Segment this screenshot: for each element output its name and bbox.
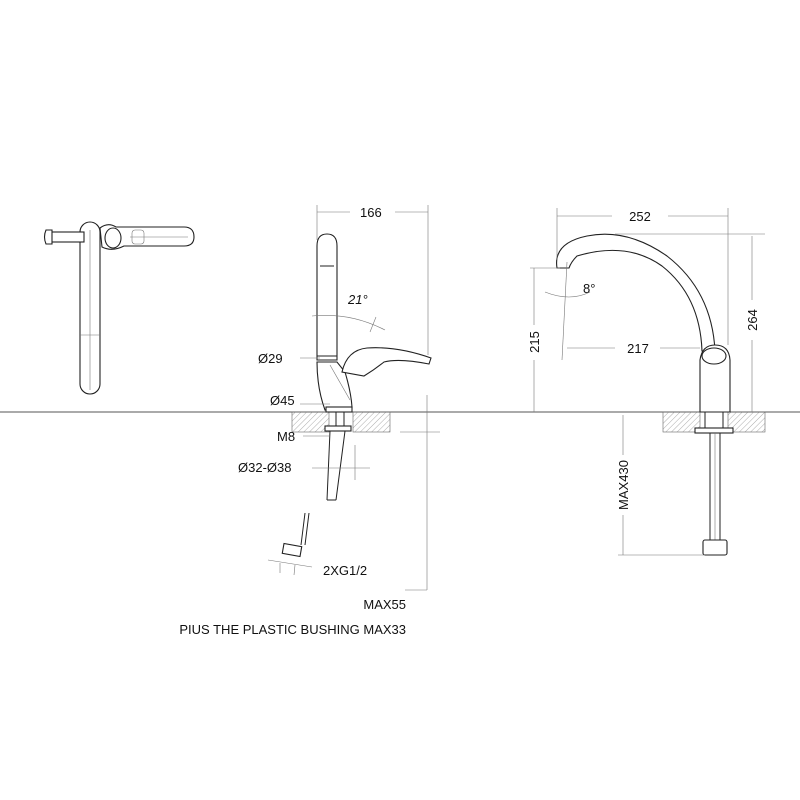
angle-21: 21°: [347, 292, 368, 307]
dim-166: 166: [360, 205, 382, 220]
front-view: [530, 208, 766, 556]
dim-connection: 2XG1/2: [323, 563, 367, 578]
dim-hole: Ø32-Ø38: [238, 460, 291, 475]
dim-252: 252: [629, 209, 651, 224]
side-view: [267, 205, 440, 591]
bushing-note: PIUS THE PLASTIC BUSHING MAX33: [179, 622, 406, 637]
angle-8: 8°: [583, 281, 595, 296]
dim-d29: Ø29: [258, 351, 283, 366]
dim-max430: MAX430: [616, 460, 631, 510]
top-view: [43, 221, 195, 395]
dim-d45: Ø45: [270, 393, 295, 408]
dim-215: 215: [527, 331, 542, 353]
dim-m8: M8: [277, 429, 295, 444]
dim-264: 264: [745, 309, 760, 331]
dim-max55: MAX55: [363, 597, 406, 612]
dim-217: 217: [627, 341, 649, 356]
